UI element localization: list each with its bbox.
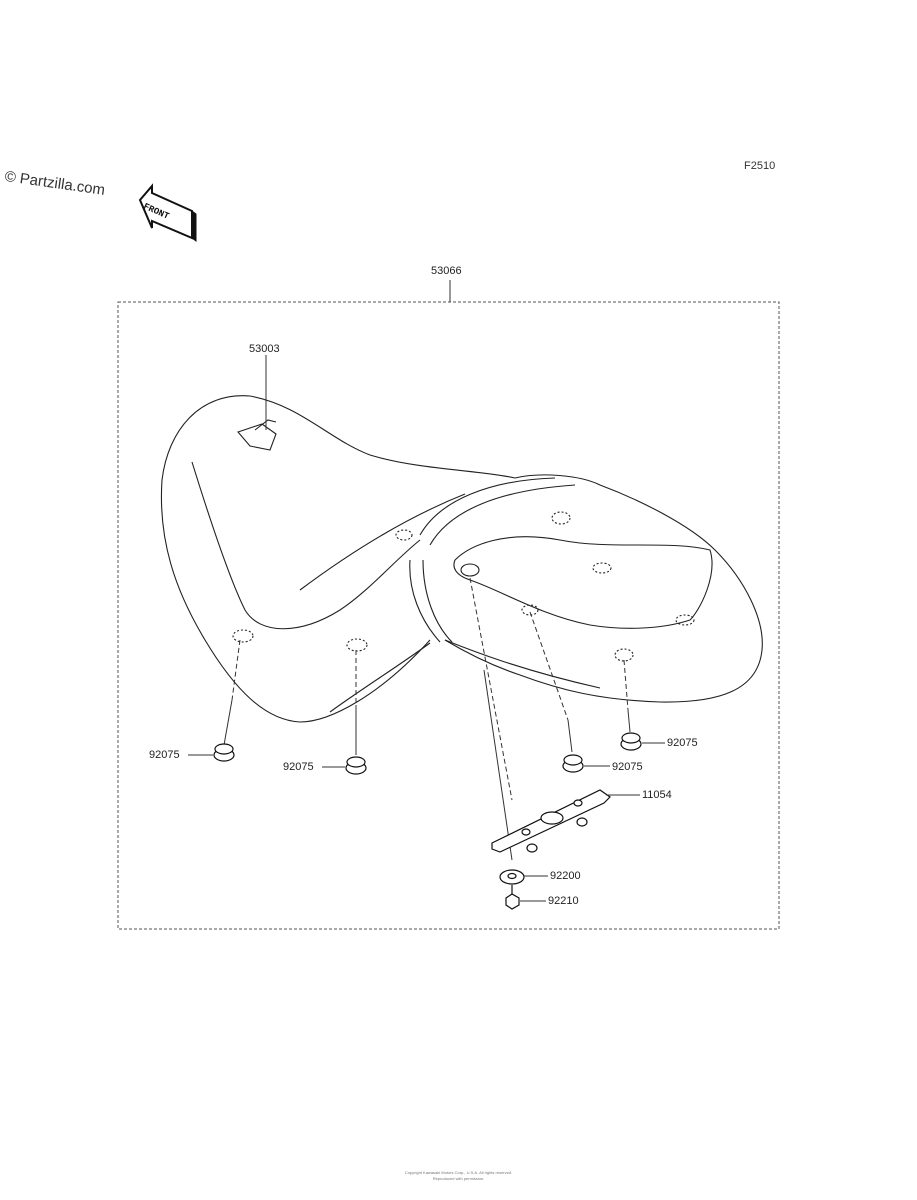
seat-drawing <box>160 395 763 723</box>
copyright-line-2: Reproduced with permission. <box>432 1176 485 1181</box>
part-label-92075-a: 92075 <box>149 749 180 761</box>
copyright-line-1: Copyright Kawasaki Motors Corp., U.S.A. … <box>404 1170 513 1175</box>
leader-lines <box>188 355 665 902</box>
part-label-92200: 92200 <box>550 870 581 882</box>
front-direction-arrow-icon: FRONT <box>138 183 197 242</box>
nut-part-icon <box>505 885 520 910</box>
part-label-92075-c: 92075 <box>667 737 698 749</box>
exploded-guide-lines <box>231 577 629 801</box>
part-label-53003: 53003 <box>249 343 280 355</box>
figure-code: F2510 <box>744 160 776 172</box>
part-label-11054: 11054 <box>642 789 672 801</box>
bracket-part-icon <box>491 789 611 853</box>
damper-part-icon <box>213 732 642 775</box>
part-label-92075-d: 92075 <box>612 761 643 773</box>
part-label-92210: 92210 <box>548 895 579 907</box>
washer-part-icon <box>499 869 525 885</box>
part-label-53066: 53066 <box>431 265 462 277</box>
part-label-92075-b: 92075 <box>283 761 314 773</box>
assembly-frame <box>117 280 780 930</box>
